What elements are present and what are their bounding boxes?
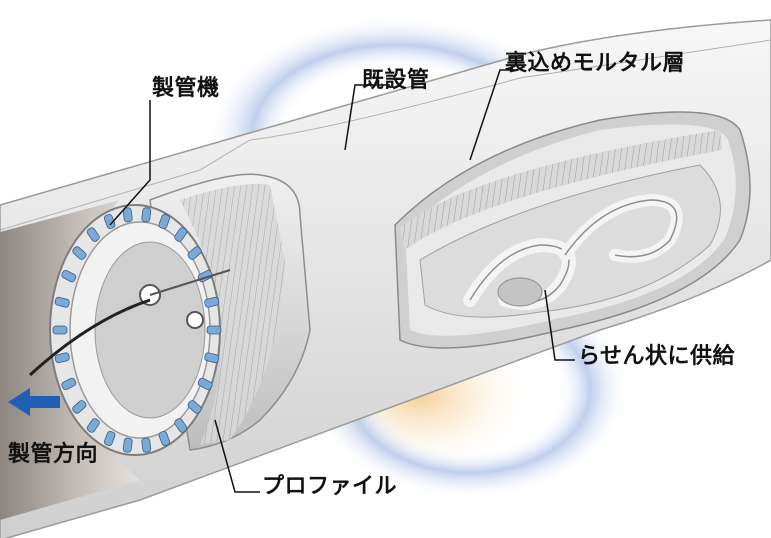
roller	[61, 269, 77, 283]
machine-arm	[149, 269, 231, 296]
spiral-end	[497, 277, 543, 307]
spiral-profile-2-edge	[564, 199, 678, 258]
label-pipe-machine: 製管機	[152, 76, 220, 101]
supply-cable	[28, 298, 151, 377]
roller	[187, 400, 202, 414]
roller	[72, 400, 87, 414]
leader-machine	[109, 100, 151, 226]
roller	[141, 437, 152, 453]
roller	[61, 377, 77, 391]
roller	[52, 325, 68, 335]
roller	[72, 246, 87, 260]
label-existing-pipe: 既設管	[362, 68, 430, 93]
profile-ribs	[180, 184, 285, 445]
machine-rollers	[52, 207, 222, 453]
ribbed-liner	[400, 130, 722, 250]
leader-existing-pipe	[344, 84, 390, 151]
gear-icon-2	[186, 311, 204, 329]
left-arrow-icon	[8, 388, 60, 416]
roller	[122, 207, 133, 223]
label-spiral-supply: らせん状に供給	[578, 344, 736, 369]
roller	[86, 227, 100, 242]
roller	[103, 430, 116, 446]
roller	[174, 227, 188, 242]
roller	[158, 430, 171, 446]
roller	[158, 214, 171, 230]
roller	[141, 207, 152, 223]
machine-hub	[94, 241, 206, 419]
roller	[197, 377, 213, 391]
roller	[122, 437, 133, 453]
leader-profile	[214, 419, 260, 493]
roller	[54, 296, 70, 308]
roller	[86, 418, 100, 433]
label-direction: 製管方向	[8, 442, 99, 467]
roller	[206, 325, 222, 335]
leader-spiral	[544, 289, 575, 361]
label-backfill-mortar: 裏込めモルタル層	[505, 51, 686, 76]
roller	[174, 418, 188, 433]
roller	[187, 246, 202, 260]
roller	[204, 352, 220, 364]
leader-mortar	[469, 69, 515, 161]
label-profile: プロファイル	[262, 474, 398, 499]
roller	[54, 352, 70, 364]
roller	[204, 296, 220, 308]
